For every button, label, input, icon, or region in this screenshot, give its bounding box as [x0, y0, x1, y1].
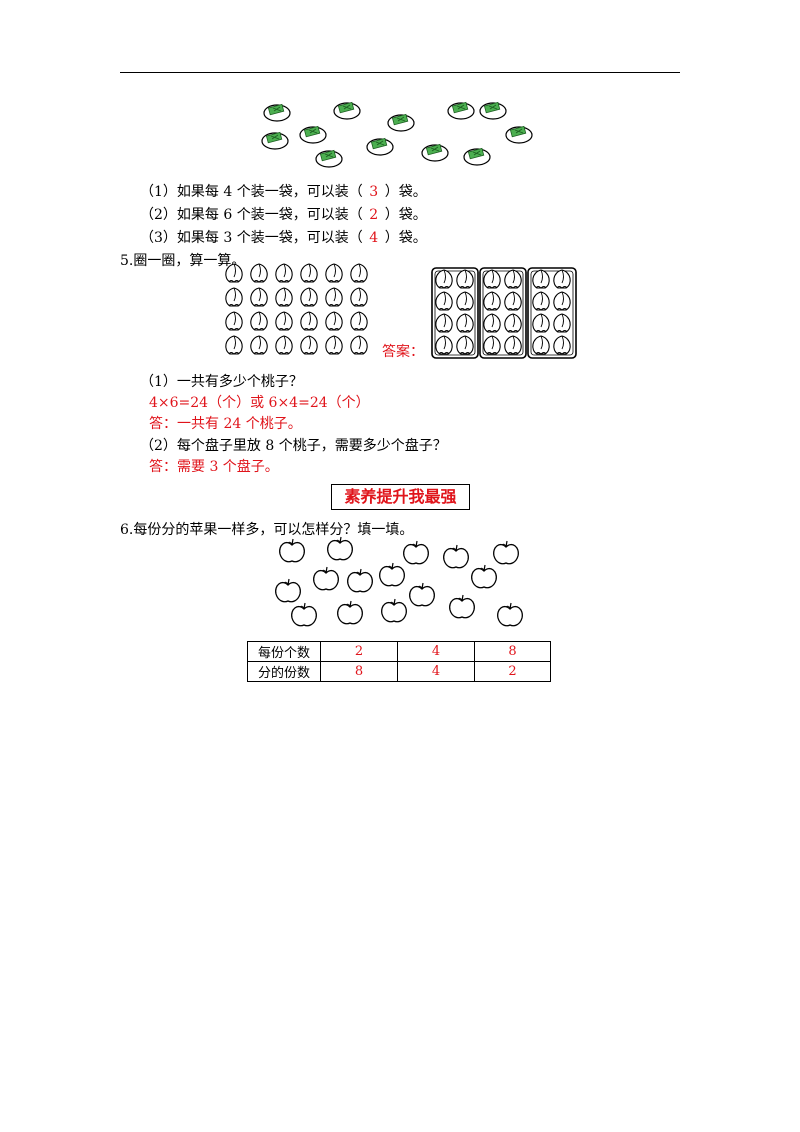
problem-5-q2-answer: 答：需要 3 个盘子。: [149, 459, 279, 475]
candy-icon: [263, 103, 291, 122]
problem-5-q1: （1）一共有多少个桃子？: [140, 374, 303, 390]
plate-box: [431, 267, 479, 359]
candy-icon: [333, 101, 361, 120]
apple-icon: [279, 538, 305, 563]
division-table: 每份个数 2 4 8 分的份数 8 4 2: [247, 641, 551, 682]
table-cell: 8: [474, 641, 551, 662]
answer-blank: 4: [369, 230, 379, 246]
peach-grid: [225, 263, 368, 360]
candy-icon: [387, 113, 415, 132]
candy-icon: [463, 147, 491, 166]
section-banner: 素养提升我最强: [331, 484, 470, 510]
apple-icon: [443, 544, 469, 569]
apple-icon: [291, 602, 317, 627]
candy-icon: [421, 143, 449, 162]
candy-question-1: （1）如果每 4 个装一袋，可以装（3）袋。: [140, 184, 427, 200]
apple-icon: [337, 600, 363, 625]
table-row: 分的份数 8 4 2: [247, 661, 551, 682]
problem-6-title: 6.每份分的苹果一样多，可以怎样分？填一填。: [120, 522, 414, 538]
candy-icon: [447, 101, 475, 120]
apple-icon: [409, 582, 435, 607]
table-cell: 4: [397, 641, 475, 662]
apple-icon: [379, 562, 405, 587]
problem-5-q1-formula: 4×6=24（个）或 6×4=24（个）: [149, 395, 370, 411]
problem-5-q2: （2）每个盘子里放 8 个桃子，需要多少个盘子？: [140, 438, 447, 454]
apple-icon: [403, 540, 429, 565]
row-label: 分的份数: [247, 661, 321, 682]
apple-icon: [313, 566, 339, 591]
candy-icon: [299, 125, 327, 144]
answer-blank: 3: [369, 184, 379, 200]
apple-icon: [327, 536, 353, 561]
apple-icon: [381, 598, 407, 623]
problem-5-title: 5.圈一圈，算一算。: [120, 253, 246, 269]
candy-icon: [261, 131, 289, 150]
candy-icon: [366, 137, 394, 156]
apple-icon: [449, 594, 475, 619]
candy-icon: [505, 125, 533, 144]
apple-icon: [347, 568, 373, 593]
problem-5-q1-answer: 答：一共有 24 个桃子。: [149, 416, 302, 432]
candy-question-2: （2）如果每 6 个装一袋，可以装（2）袋。: [140, 207, 427, 223]
table-cell: 8: [320, 661, 398, 682]
apple-icon: [275, 578, 301, 603]
answer-label: 答案：: [382, 344, 424, 360]
apple-icon: [493, 540, 519, 565]
candy-illustration: [261, 101, 533, 168]
row-label: 每份个数: [247, 641, 321, 662]
candy-question-3: （3）如果每 3 个装一袋，可以装（4）袋。: [140, 230, 427, 246]
plate-box: [479, 267, 527, 359]
table-cell: 2: [474, 661, 551, 682]
candy-icon: [315, 149, 343, 168]
plate-box: [527, 267, 577, 359]
table-cell: 2: [320, 641, 398, 662]
apple-illustration: [275, 536, 523, 627]
top-rule: [120, 72, 680, 73]
answer-blank: 2: [369, 207, 379, 223]
peach-plates-answer: [431, 267, 577, 359]
apple-icon: [471, 564, 497, 589]
apple-icon: [497, 602, 523, 627]
candy-icon: [479, 101, 507, 120]
table-cell: 4: [397, 661, 475, 682]
table-row: 每份个数 2 4 8: [247, 641, 551, 662]
